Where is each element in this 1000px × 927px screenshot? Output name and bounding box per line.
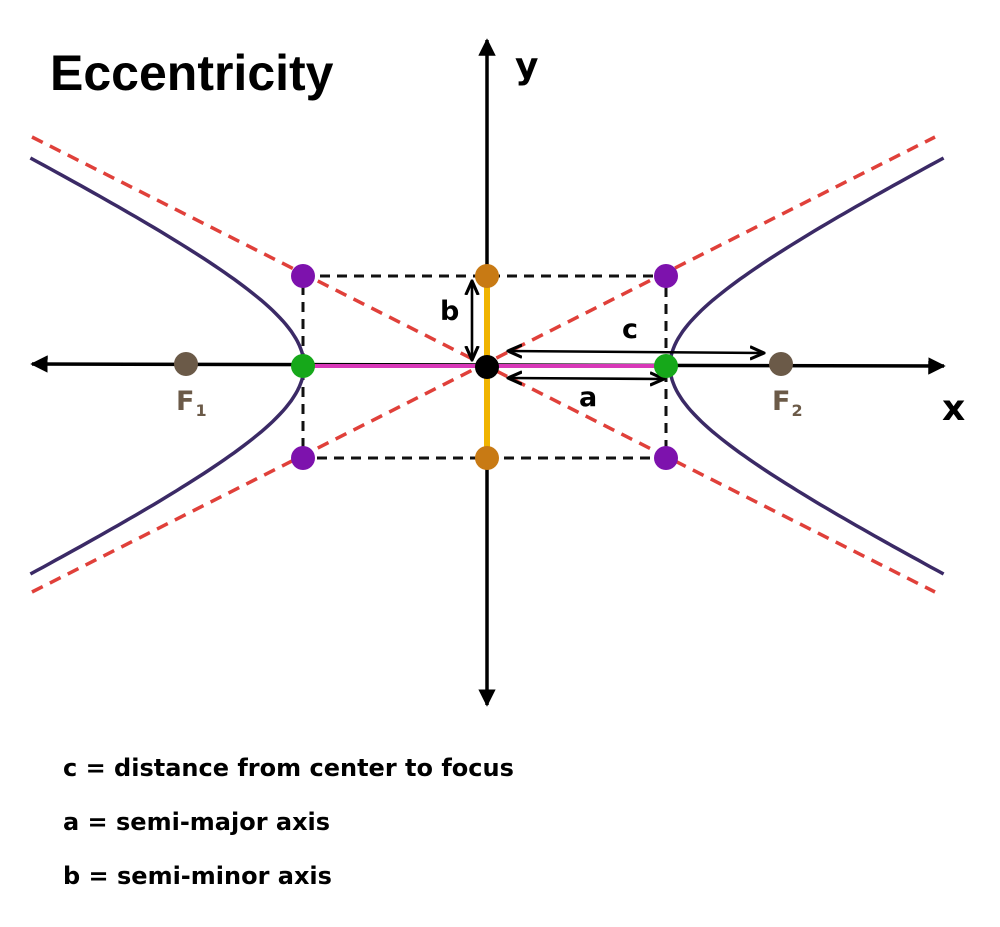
a-label: a — [579, 382, 597, 413]
focus-right-letter: F — [772, 386, 790, 417]
legend-b: b = semi-minor axis — [63, 862, 332, 890]
focus-left-letter: F — [176, 386, 194, 417]
rectangle-corner-top-left — [291, 264, 315, 288]
co-vertex-top — [475, 264, 499, 288]
legend-a: a = semi-major axis — [63, 808, 331, 836]
b-label: b — [440, 296, 459, 327]
rectangle-corner-bottom-right — [654, 446, 678, 470]
c-label: c — [622, 314, 638, 345]
rectangle-corner-top-right — [654, 264, 678, 288]
co-vertex-bottom — [475, 446, 499, 470]
diagram-title: Eccentricity — [50, 45, 334, 101]
rectangle-corner-bottom-left — [291, 446, 315, 470]
legend-c: c = distance from center to focus — [63, 754, 514, 782]
x-axis-label: x — [942, 388, 965, 429]
center-point — [475, 355, 499, 379]
vertex-left — [291, 354, 315, 378]
focus-left-label: F1 — [176, 386, 207, 420]
focus-right — [769, 352, 793, 376]
focus-left — [174, 352, 198, 376]
vertex-right — [654, 354, 678, 378]
a-measure-arrow — [508, 378, 664, 379]
focus-right-subscript: 2 — [791, 401, 802, 420]
focus-right-label: F2 — [772, 386, 803, 420]
y-axis-label: y — [515, 46, 538, 87]
focus-left-subscript: 1 — [195, 401, 206, 420]
c-measure-arrow — [508, 351, 764, 353]
